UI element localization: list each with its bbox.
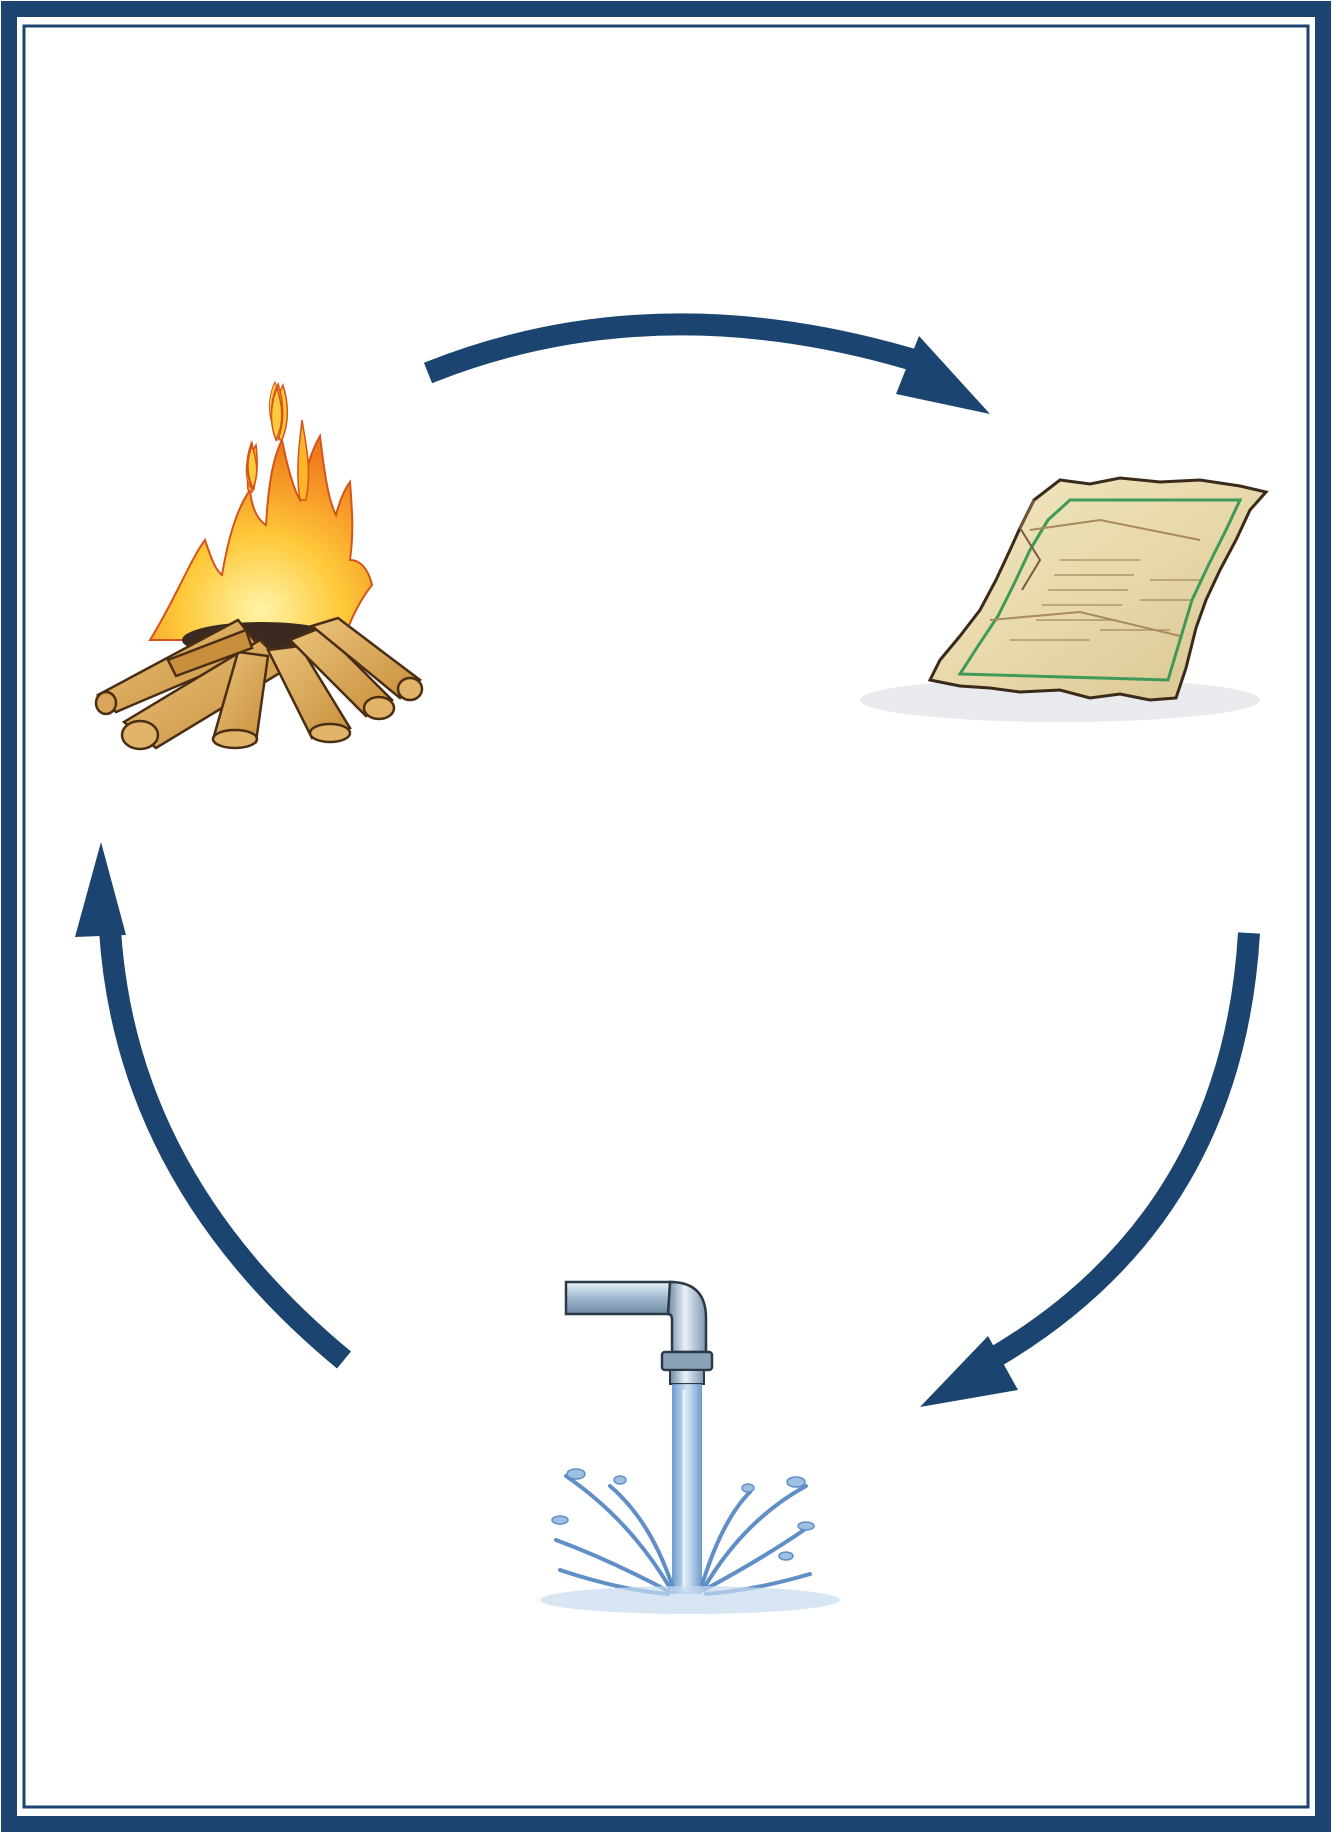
pipe-outlet bbox=[670, 1370, 704, 1384]
water-puddle bbox=[540, 1586, 840, 1614]
arrow-paper-to-water bbox=[920, 933, 1249, 1407]
flame-main bbox=[150, 436, 372, 640]
frame-inner-border bbox=[24, 26, 1308, 1807]
pipe-coupling bbox=[662, 1352, 712, 1370]
water-pipe-icon bbox=[540, 1282, 840, 1614]
pipe-horizontal bbox=[566, 1282, 672, 1314]
flame-tongue-1 bbox=[298, 420, 309, 500]
arrow-fire-to-paper bbox=[428, 324, 990, 414]
paper-sheet bbox=[930, 478, 1266, 700]
old-paper-map-icon bbox=[860, 478, 1266, 722]
frame-outer-border bbox=[9, 9, 1323, 1824]
water-stream bbox=[672, 1384, 702, 1594]
arrow-water-to-fire bbox=[75, 842, 344, 1360]
pipe-elbow bbox=[668, 1282, 706, 1352]
frame bbox=[9, 9, 1323, 1824]
campfire-icon bbox=[96, 382, 422, 749]
